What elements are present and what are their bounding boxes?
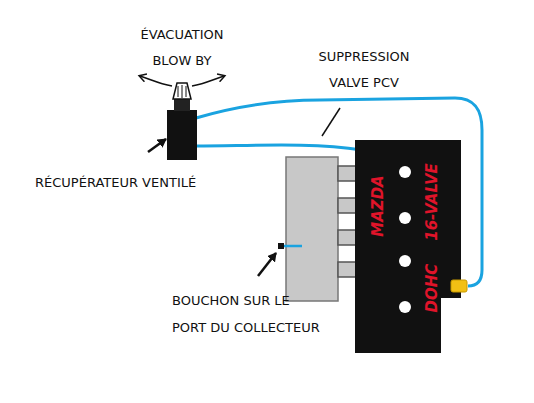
label: BOUCHON SUR LE [172, 288, 290, 314]
label: SUPPRESSION VALVE PCV [299, 44, 429, 96]
catch-can [167, 83, 197, 160]
leader-arrow [258, 253, 276, 276]
leader-arrow [148, 139, 166, 152]
label: RÉCUPÉRATEUR VENTILÉ [35, 170, 196, 196]
hose [196, 145, 362, 150]
label: ÉVACUATION BLOW BY [122, 22, 242, 74]
vent-arrow [140, 76, 172, 86]
engine-lettering: DOHC [423, 264, 441, 313]
engine-lettering: 16-VALVE [423, 163, 441, 241]
engine-outline [355, 140, 461, 353]
engine-lettering: MAZDA [368, 175, 386, 236]
vent-arrow [192, 76, 224, 86]
label: PORT DU COLLECTEUR [172, 315, 320, 341]
engine-block: MAZDA 16-VALVE DOHC [355, 140, 461, 353]
port-cap [278, 243, 284, 249]
port-stub [283, 245, 302, 248]
leader-line [322, 108, 340, 136]
intake-manifold [286, 157, 358, 301]
